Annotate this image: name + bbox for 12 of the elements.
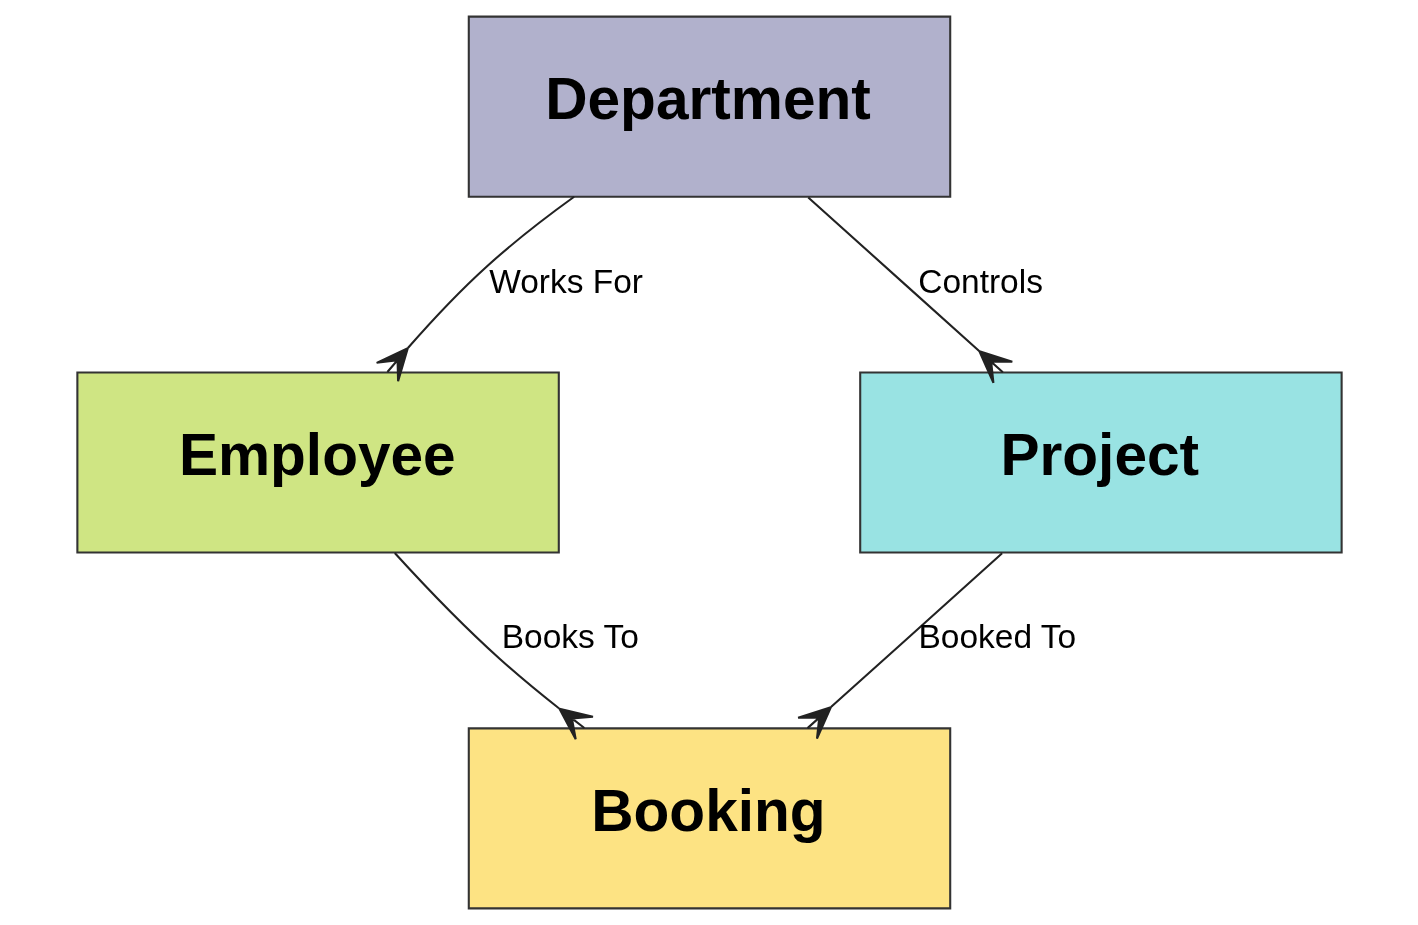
edge-label: Books To (501, 618, 639, 656)
node-box: Department (467, 15, 951, 198)
connector (796, 552, 1003, 740)
node-box: Project (858, 371, 1343, 554)
node-box: Booking (467, 727, 951, 910)
edge-label: Works For (488, 262, 643, 300)
connector (807, 196, 1013, 384)
connector (375, 195, 575, 383)
edge-label: Controls (917, 262, 1043, 300)
edge-label: Booked To (917, 618, 1076, 656)
connector (393, 552, 594, 741)
node-box: Employee (75, 371, 560, 554)
